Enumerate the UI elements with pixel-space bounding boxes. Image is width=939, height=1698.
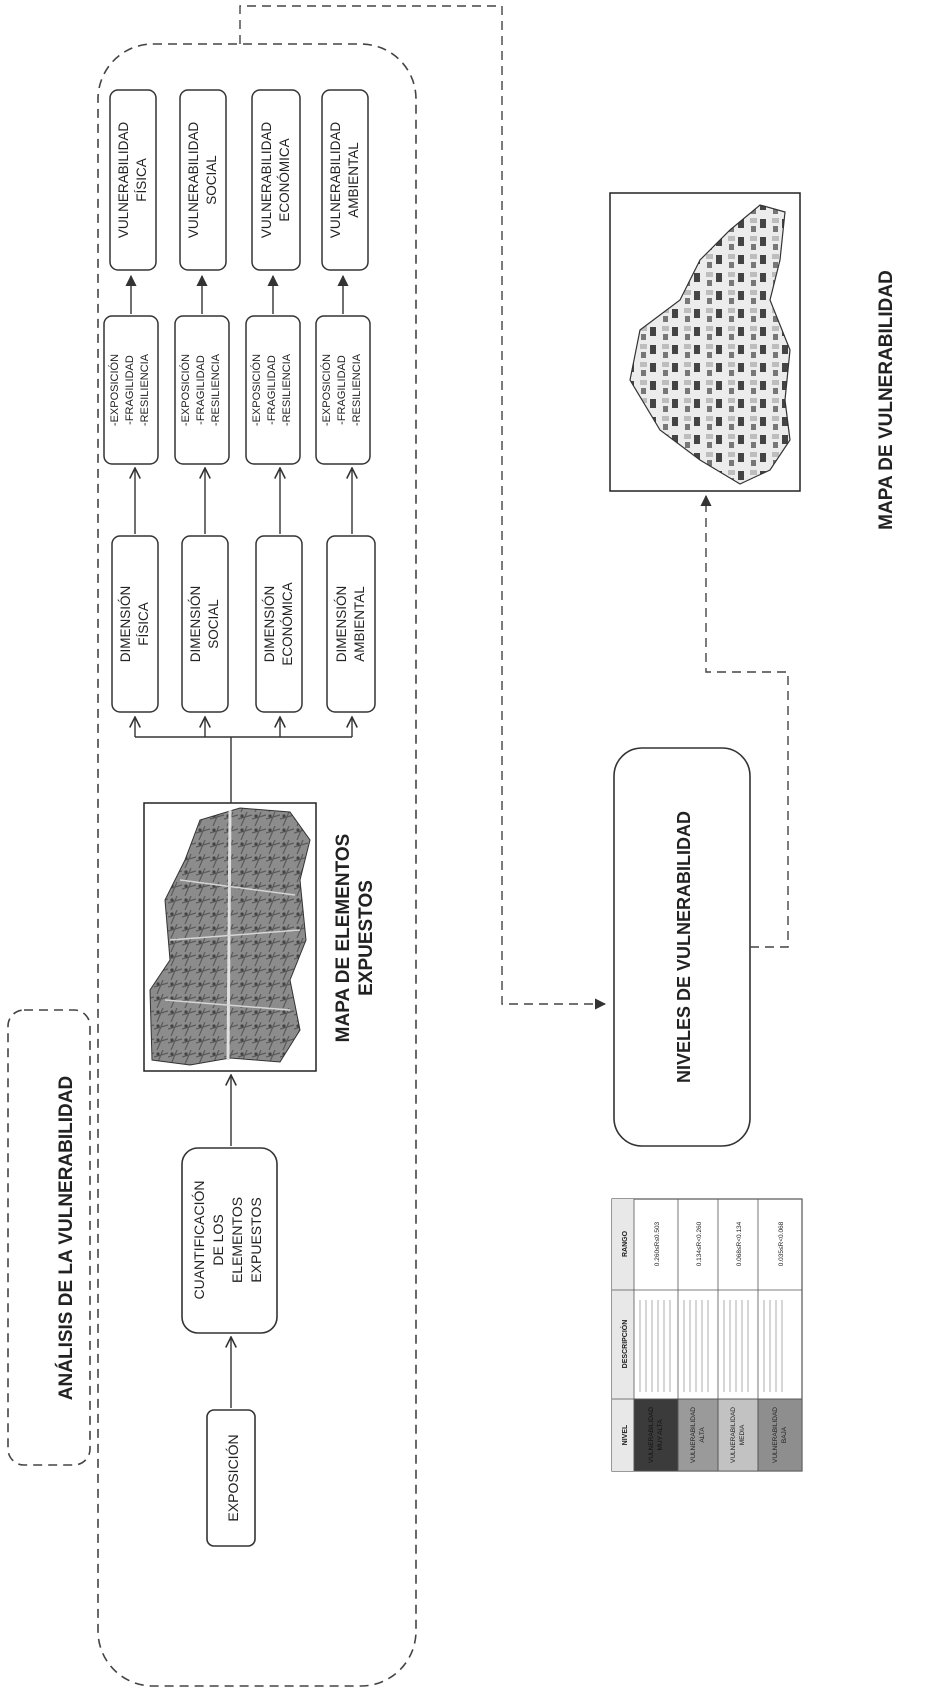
dimension-box: [326, 535, 376, 713]
dimension-label: DIMENSIÓN: [118, 586, 133, 663]
level-name: MUY ALTA: [657, 1419, 664, 1451]
factor-label: -RESILIENCIA: [210, 353, 222, 426]
level-range: 0.035≤R<0.068: [778, 1221, 785, 1266]
dimension-label: SOCIAL: [206, 599, 221, 649]
dimension-label: ECONÓMICA: [280, 582, 295, 665]
table-header: DESCRIPCIÓN: [620, 1320, 629, 1369]
dimension-column-economica: DIMENSIÓN ECONÓMICA -EXPOSICIÓN -FRAGILI…: [245, 89, 303, 713]
dimension-column-fisica: DIMENSIÓN FÍSICA -EXPOSICIÓN -FRAGILIDAD…: [103, 89, 159, 713]
svg-text:CUANTIFICACIÓN: CUANTIFICACIÓN: [191, 1181, 207, 1300]
title-frame: [7, 1009, 91, 1466]
dimension-label: AMBIENTAL: [352, 586, 367, 662]
factor-label: -RESILIENCIA: [139, 353, 151, 426]
vulnerability-box: [179, 89, 227, 271]
level-name: MEDIA: [739, 1424, 746, 1445]
vulnerability-box: [109, 89, 157, 271]
cuantificacion-box: [181, 1147, 278, 1334]
table-header: NIVEL: [622, 1424, 629, 1445]
dimension-box: [181, 535, 229, 713]
cuantificacion-label: CUANTIFICACIÓN DE LOS ELEMENTOS EXPUESTO…: [191, 1181, 264, 1300]
level-range: 0.134≤R<0.260: [696, 1221, 703, 1266]
vulnerability-label: VULNERABILIDAD: [186, 122, 201, 239]
dimension-label: DIMENSIÓN: [188, 586, 203, 663]
factors-box: [103, 315, 159, 465]
dimension-box: [111, 535, 159, 713]
vulnerability-label: ECONÓMICA: [277, 138, 292, 221]
analysis-frame: [97, 43, 417, 1687]
vulnerability-map-label: MAPA DE VULNERABILIDAD: [876, 270, 897, 530]
factors-box: [315, 315, 371, 465]
factor-label: -EXPOSICIÓN: [250, 354, 263, 426]
vulnerability-label: VULNERABILIDAD: [328, 122, 343, 239]
factors-box: [174, 315, 230, 465]
svg-text:MAPA DE ELEMENTOS: MAPA DE ELEMENTOS: [333, 834, 354, 1043]
vulnerability-levels-table: NIVEL DESCRIPCIÓN RANGO VULNERABILIDAD M…: [611, 1198, 803, 1472]
vulnerability-map: [609, 192, 801, 492]
dimension-column-ambiental: DIMENSIÓN AMBIENTAL -EXPOSICIÓN -FRAGILI…: [315, 89, 376, 713]
dimension-label: DIMENSIÓN: [262, 586, 277, 663]
level-range: 0.068≤R<0.134: [736, 1221, 743, 1266]
branch-arrows: [135, 717, 352, 737]
vulnerability-label: VULNERABILIDAD: [116, 122, 131, 239]
dimension-column-social: DIMENSIÓN SOCIAL -EXPOSICIÓN -FRAGILIDAD…: [174, 89, 230, 713]
vulnerability-box: [321, 89, 369, 271]
table-header: RANGO: [622, 1230, 629, 1257]
factor-label: -FRAGILIDAD: [195, 355, 207, 425]
vulnerability-label: SOCIAL: [204, 155, 219, 205]
factor-label: -EXPOSICIÓN: [108, 354, 121, 426]
svg-text:EXPUESTOS: EXPUESTOS: [356, 880, 377, 996]
exposed-elements-map-label: MAPA DE ELEMENTOS EXPUESTOS: [333, 834, 377, 1043]
level-cell-muy-alta: [633, 1398, 679, 1472]
svg-text:EXPUESTOS: EXPUESTOS: [248, 1197, 264, 1282]
analysis-to-niveles-connector: [239, 5, 607, 1010]
factor-label: -FRAGILIDAD: [266, 355, 278, 425]
vulnerability-label: FÍSICA: [134, 158, 149, 202]
vulnerability-label: VULNERABILIDAD: [259, 122, 274, 239]
diagram-title: ANÁLISIS DE LA VULNERABILIDAD: [55, 1076, 77, 1400]
niveles-to-map-connector: [700, 494, 789, 948]
level-cell-baja: [757, 1398, 803, 1472]
niveles-label: NIVELES DE VULNERABILIDAD: [674, 811, 694, 1083]
vulnerability-box: [251, 89, 301, 271]
svg-text:ELEMENTOS: ELEMENTOS: [229, 1197, 245, 1283]
factor-label: -RESILIENCIA: [281, 353, 293, 426]
svg-text:DE LOS: DE LOS: [210, 1214, 226, 1265]
level-name: VULNERABILIDAD: [648, 1407, 655, 1463]
dimension-columns: DIMENSIÓN FÍSICA -EXPOSICIÓN -FRAGILIDAD…: [103, 89, 376, 713]
factors-box: [245, 315, 301, 465]
factor-label: -FRAGILIDAD: [336, 355, 348, 425]
level-range: 0.260≤R≤0.503: [654, 1221, 661, 1266]
factor-label: -RESILIENCIA: [351, 353, 363, 426]
dimension-label: DIMENSIÓN: [334, 586, 349, 663]
factor-label: -FRAGILIDAD: [124, 355, 136, 425]
factor-label: -EXPOSICIÓN: [320, 354, 333, 426]
exposed-elements-map: [143, 802, 317, 1072]
factor-label: -EXPOSICIÓN: [179, 354, 192, 426]
level-name: VULNERABILIDAD: [690, 1407, 697, 1463]
dimension-label: FÍSICA: [136, 602, 151, 646]
exposicion-box: [206, 1409, 256, 1547]
level-cell-media: [717, 1398, 759, 1472]
dimension-box: [255, 535, 303, 713]
level-name: VULNERABILIDAD: [772, 1407, 779, 1463]
exposicion-label: EXPOSICIÓN: [225, 1434, 241, 1521]
level-name: ALTA: [699, 1427, 706, 1443]
level-cell-alta: [677, 1398, 719, 1472]
level-name: VULNERABILIDAD: [730, 1407, 737, 1463]
vulnerability-label: AMBIENTAL: [346, 142, 361, 218]
level-name: BAJA: [781, 1426, 788, 1443]
